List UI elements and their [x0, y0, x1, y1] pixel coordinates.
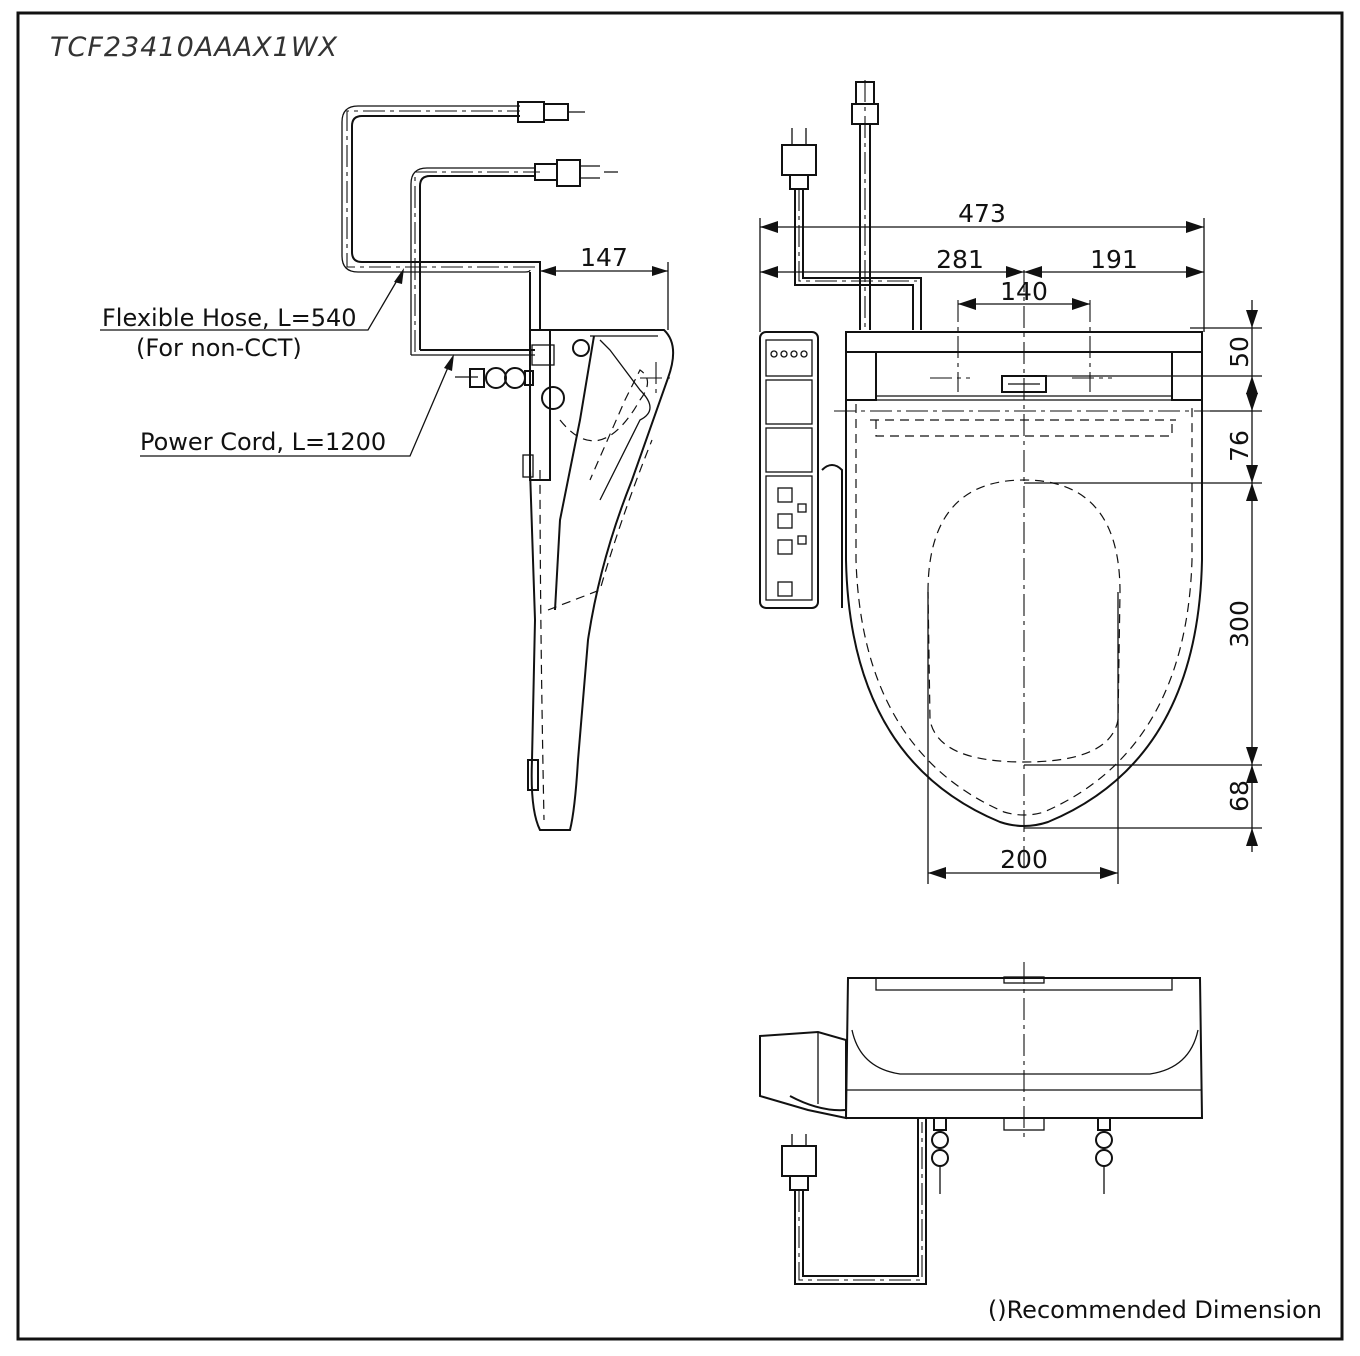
supply-fitting [455, 367, 534, 389]
flexible-hose-label: Flexible Hose, L=540 [102, 304, 357, 332]
recommended-dimension-note: ()Recommended Dimension [988, 1296, 1322, 1324]
front-power-cord [781, 1118, 927, 1285]
cord-leader [140, 354, 454, 457]
power-cord-line [410, 159, 618, 356]
drawing-frame [16, 11, 1344, 1341]
dimension-191: 191 [1024, 245, 1204, 278]
dimension-300-label: 300 [1225, 600, 1254, 648]
side-view: Flexible Hose, L=540 (For non-CCT) Power… [100, 101, 675, 831]
dimension-76-label: 76 [1225, 430, 1254, 462]
dimension-281-label: 281 [936, 245, 984, 274]
flexible-hose-note: (For non-CCT) [136, 334, 302, 362]
dimension-68-label: 68 [1225, 780, 1254, 812]
dimension-140: 140 [958, 277, 1090, 310]
front-supply-fittings [931, 1117, 1113, 1194]
top-view: 473 281 191 140 50 76 [759, 80, 1262, 884]
dimension-50-label: 50 [1225, 336, 1254, 368]
dimension-200: 200 [927, 592, 1119, 884]
dimension-473-label: 473 [958, 199, 1006, 228]
dimension-147-label: 147 [580, 243, 628, 272]
top-power-cord [781, 128, 922, 330]
flexible-hose-line [341, 101, 585, 330]
vertical-dimension-line [1024, 300, 1262, 852]
top-supply-hose [851, 80, 879, 330]
front-view [759, 962, 1204, 1285]
dimension-281: 281 [760, 245, 1024, 278]
power-cord-label: Power Cord, L=1200 [140, 428, 386, 456]
seat-side-profile [522, 329, 675, 831]
dimension-140-label: 140 [1000, 277, 1048, 306]
seat-top [834, 270, 1214, 872]
dimension-147: 147 [539, 243, 669, 330]
dimension-200-label: 200 [1000, 845, 1048, 874]
dimension-191-label: 191 [1090, 245, 1138, 274]
front-control-box [759, 1030, 847, 1120]
remote-control [759, 331, 843, 609]
dimension-473: 473 [759, 199, 1205, 332]
hose-leader [100, 268, 404, 331]
model-number: TCF23410AAAX1WX [50, 32, 338, 63]
